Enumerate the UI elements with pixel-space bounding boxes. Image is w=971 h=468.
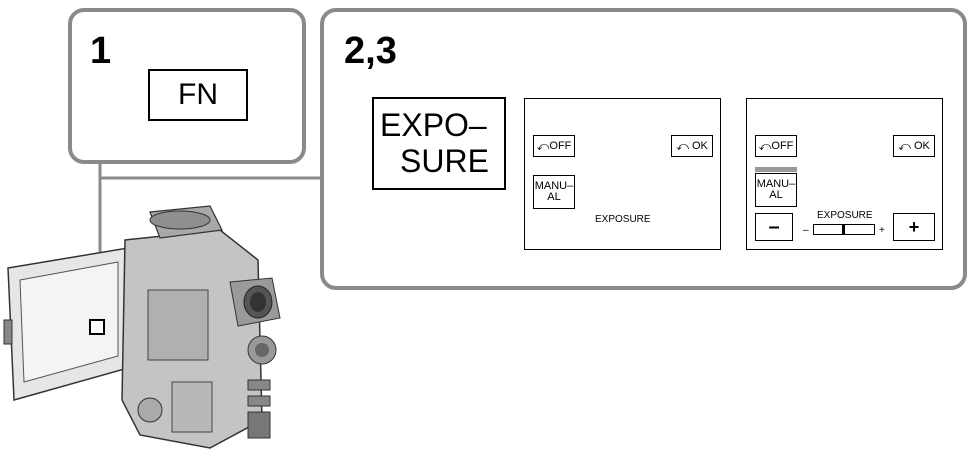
return-arrow-icon: ⤺ bbox=[758, 139, 772, 153]
exposure-button-label-line2: SURE bbox=[400, 142, 489, 179]
fn-button[interactable]: FN bbox=[148, 69, 248, 121]
minus-button[interactable]: – bbox=[755, 213, 793, 241]
manual-label-line2: AL bbox=[769, 189, 783, 201]
plus-button-label: + bbox=[908, 217, 920, 237]
scale-plus-sign: + bbox=[879, 225, 885, 236]
step-1-panel: 1 FN bbox=[68, 8, 306, 164]
off-button[interactable]: ⤺ OFF bbox=[755, 135, 797, 157]
exposure-scale-marker bbox=[842, 225, 845, 234]
exposure-caption: EXPOSURE bbox=[595, 214, 651, 225]
return-arrow-icon: ⤺ bbox=[898, 139, 911, 153]
return-arrow-icon: ⤺ bbox=[676, 139, 689, 153]
manual-label-line2: AL bbox=[547, 191, 561, 203]
lcd-screen-after: ⤺ OFF ⤺ OK MANU– AL – + EXPOSURE – + bbox=[746, 98, 943, 250]
manual-label-line1: MANU– bbox=[756, 178, 796, 190]
manual-button[interactable]: MANU– AL bbox=[755, 173, 797, 207]
exposure-caption: EXPOSURE bbox=[817, 210, 873, 221]
off-button-label: OFF bbox=[549, 139, 572, 152]
ok-button-label: OK bbox=[691, 139, 708, 152]
ok-button-label: OK bbox=[913, 139, 930, 152]
off-button-label: OFF bbox=[771, 139, 794, 152]
fn-button-label: FN bbox=[178, 78, 218, 111]
minus-button-label: – bbox=[768, 216, 780, 238]
manual-selected-indicator bbox=[755, 167, 797, 172]
ok-button[interactable]: ⤺ OK bbox=[671, 135, 713, 157]
step-1-number: 1 bbox=[90, 30, 112, 72]
step-23-panel: 2,3 EXPO– SURE ⤺ OFF ⤺ OK MANU– AL EXPOS… bbox=[320, 8, 967, 290]
lcd-screen-before: ⤺ OFF ⤺ OK MANU– AL EXPOSURE bbox=[524, 98, 721, 250]
return-arrow-icon: ⤺ bbox=[536, 139, 550, 153]
exposure-scale-bar bbox=[813, 224, 875, 235]
exposure-button-label-line1: EXPO– bbox=[380, 107, 487, 144]
manual-button[interactable]: MANU– AL bbox=[533, 175, 575, 209]
exposure-button[interactable]: EXPO– SURE bbox=[372, 97, 506, 190]
plus-button[interactable]: + bbox=[893, 213, 935, 241]
off-button[interactable]: ⤺ OFF bbox=[533, 135, 575, 157]
ok-button[interactable]: ⤺ OK bbox=[893, 135, 935, 157]
camcorder-illustration bbox=[3, 205, 281, 449]
scale-minus-sign: – bbox=[803, 225, 809, 236]
manual-label-line1: MANU– bbox=[534, 180, 574, 192]
step-23-number: 2,3 bbox=[344, 30, 397, 72]
